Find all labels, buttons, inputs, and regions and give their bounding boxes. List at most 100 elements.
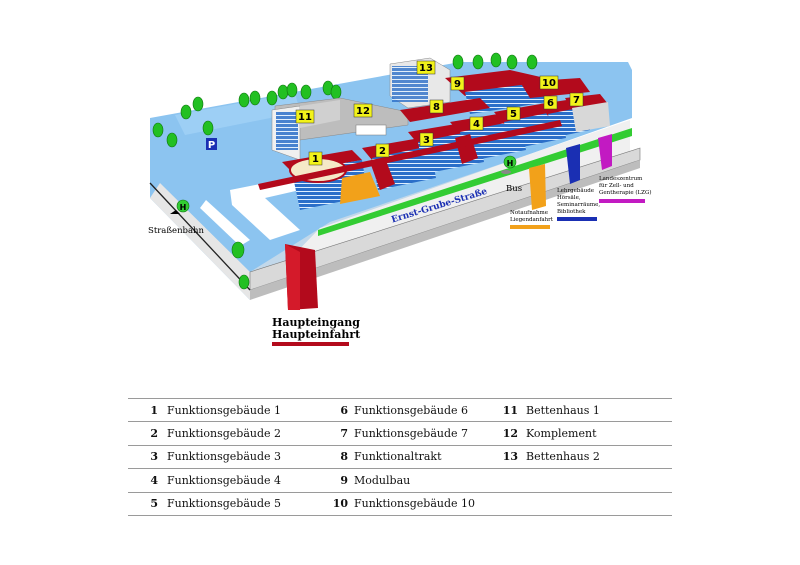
legend-number: 6 (340, 403, 348, 417)
main-entrance-marker (285, 244, 318, 310)
legend-number: 12 (502, 427, 518, 441)
badge-2: 2 (375, 143, 390, 158)
legend-number: 1 (150, 403, 158, 417)
legend-name: Funktionsgebäude 10 (354, 497, 476, 511)
legend-number: 9 (340, 473, 348, 487)
center-bar (599, 199, 645, 203)
teaching-label-3: Seminarräume, (557, 202, 600, 208)
bus-label: Bus (506, 184, 522, 194)
badge-13: 13 (416, 60, 436, 75)
bus-stop-icon: H (501, 155, 517, 174)
svg-text:1: 1 (312, 154, 319, 165)
teaching-label-4: Bibliothek (557, 209, 586, 215)
svg-text:9: 9 (454, 79, 461, 90)
legend-name: Funktionsgebäude 7 (354, 427, 469, 441)
svg-text:8: 8 (433, 102, 440, 113)
parking-icon: P (206, 138, 217, 151)
legend-name: Funktionsgebäude 1 (167, 403, 282, 417)
legend-name: Funktionsgebäude 5 (167, 497, 282, 511)
building-number-badges: 1 2 3 4 5 6 7 8 9 10 11 12 13 (295, 60, 584, 166)
badge-12: 12 (353, 103, 373, 118)
legend-name: Funktionsgebäude 2 (167, 427, 282, 441)
emergency-marker (529, 164, 546, 210)
legend-number: 8 (340, 450, 348, 464)
svg-text:H: H (180, 203, 187, 212)
emergency-label-1: Notaufnahme (510, 210, 548, 216)
legend-name: Funktionsgebäude 3 (167, 450, 282, 464)
legend-item: 7 Funktionsgebäude 7 (314, 427, 496, 440)
legend-row: 4 Funktionsgebäude 4 9 Modulbau (128, 468, 672, 491)
legend-name: Funktionsgebäude 4 (167, 473, 282, 487)
svg-text:11: 11 (298, 112, 312, 123)
legend-item: 8 Funktionaltrakt (314, 450, 496, 463)
campus-map: 1 2 3 4 5 6 7 8 9 10 11 12 13 Ernst-Grub… (148, 52, 652, 346)
legend-name: Modulbau (354, 473, 411, 487)
legend-item: 12 Komplement (496, 427, 672, 440)
entrance-driveway (200, 178, 300, 246)
svg-text:7: 7 (573, 95, 580, 106)
legend-item: 9 Modulbau (314, 474, 496, 487)
tram-stop-icon: H (170, 199, 190, 214)
legend-name: Funktionsgebäude 6 (354, 403, 469, 417)
svg-text:4: 4 (473, 119, 480, 130)
legend-item: 13 Bettenhaus 2 (496, 450, 672, 463)
badge-4: 4 (469, 116, 484, 131)
legend-item: 6 Funktionsgebäude 6 (314, 404, 496, 417)
svg-text:10: 10 (542, 78, 556, 89)
legend-name: Funktionaltrakt (354, 450, 442, 464)
emergency-bar (510, 225, 550, 229)
center-label-1: Landeszentrum (599, 176, 643, 182)
badge-10: 10 (539, 75, 559, 90)
svg-text:12: 12 (356, 106, 370, 117)
center-lzg-marker (598, 134, 612, 170)
legend-item: 2 Funktionsgebäude 2 (128, 427, 314, 440)
legend-item: 3 Funktionsgebäude 3 (128, 450, 314, 463)
legend-number: 3 (150, 450, 158, 464)
legend-number: 11 (502, 403, 518, 417)
legend-item: 10 Funktionsgebäude 10 (314, 497, 496, 510)
teaching-label-2: Hörsäle, (557, 195, 581, 201)
main-entrance-bar (272, 342, 349, 346)
buildings (258, 57, 610, 210)
legend-name: Bettenhaus 1 (526, 403, 600, 417)
legend-item: 4 Funktionsgebäude 4 (128, 474, 314, 487)
svg-text:P: P (208, 140, 215, 151)
badge-6: 6 (543, 95, 558, 110)
teaching-label-1: Lehrgebäude (557, 188, 594, 194)
emergency-label-2: Liegendanfahrt (510, 217, 554, 223)
center-label-2: für Zell- und (599, 183, 634, 189)
main-entrance-label-2: Haupteinfahrt (272, 328, 361, 341)
legend-row: 3 Funktionsgebäude 3 8 Funktionaltrakt 13 B… (128, 444, 672, 468)
legend-number: 10 (332, 497, 348, 511)
badge-7: 7 (569, 92, 584, 107)
legend-number: 7 (340, 427, 348, 441)
legend-number: 2 (150, 427, 158, 441)
badge-11: 11 (295, 109, 315, 124)
svg-text:5: 5 (510, 109, 517, 120)
badge-1: 1 (308, 151, 323, 166)
svg-text:13: 13 (419, 63, 433, 74)
teaching-bar (557, 217, 597, 221)
legend-name: Komplement (526, 427, 597, 441)
svg-text:H: H (507, 159, 514, 168)
badge-5: 5 (506, 106, 521, 121)
legend-item: 1 Funktionsgebäude 1 (128, 404, 314, 417)
badge-3: 3 (419, 132, 434, 147)
svg-text:6: 6 (547, 98, 554, 109)
legend-item: 11 Bettenhaus 1 (496, 404, 672, 417)
badge-8: 8 (429, 99, 444, 114)
teaching-building-marker (566, 144, 580, 184)
badge-9: 9 (450, 76, 465, 91)
legend-number: 13 (502, 450, 518, 464)
legend-name: Bettenhaus 2 (526, 450, 600, 464)
center-label-3: Gentherapie (LZG) (599, 189, 652, 196)
main-entrance-label-1: Haupteingang (272, 316, 360, 329)
svg-text:3: 3 (423, 135, 430, 146)
legend-number: 4 (150, 473, 158, 487)
trees (152, 52, 538, 290)
